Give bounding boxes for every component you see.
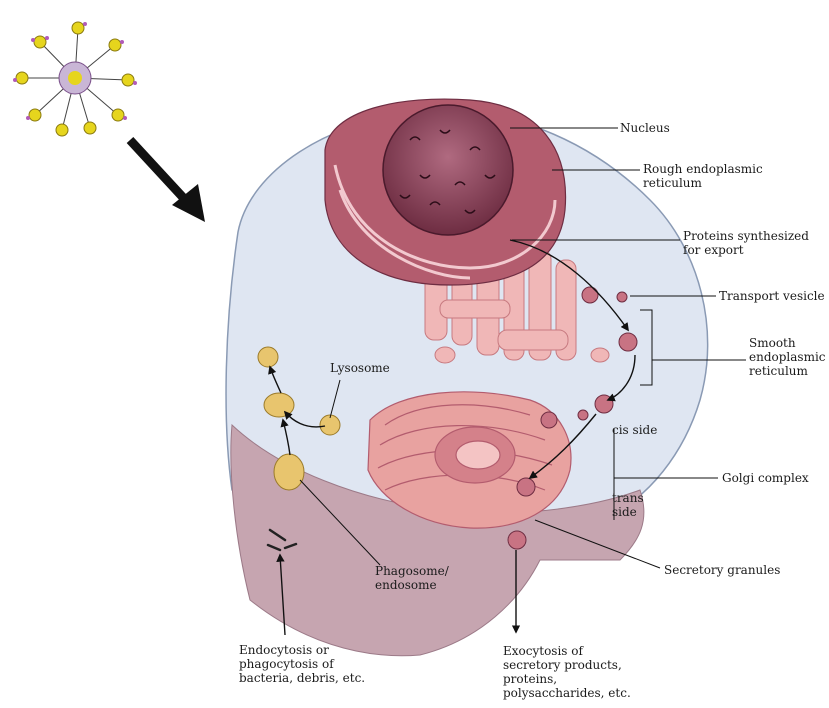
entry-arrow: [130, 140, 205, 222]
label-rough-er: Rough endoplasmic reticulum: [643, 162, 763, 190]
label-proteins-synthesized: Proteins synthesized for export: [683, 229, 809, 257]
label-endocytosis: Endocytosis or phagocytosis of bacteria,…: [239, 643, 365, 685]
label-trans-side: trans side: [612, 491, 644, 519]
label-exocytosis: Exocytosis of secretory products, protei…: [503, 644, 631, 700]
label-golgi-complex: Golgi complex: [722, 471, 809, 485]
nucleus: [383, 105, 513, 235]
label-secretory-granules: Secretory granules: [664, 563, 780, 577]
label-phagosome: Phagosome/ endosome: [375, 564, 449, 592]
label-nucleus: Nucleus: [620, 121, 670, 135]
label-cis-side: cis side: [612, 423, 657, 437]
label-smooth-er: Smooth endoplasmic reticulum: [749, 336, 826, 378]
label-lysosome: Lysosome: [330, 361, 390, 375]
label-transport-vesicle: Transport vesicle: [719, 289, 825, 303]
nanoparticle-cluster-icon: [13, 22, 137, 136]
phagosome: [274, 454, 304, 490]
